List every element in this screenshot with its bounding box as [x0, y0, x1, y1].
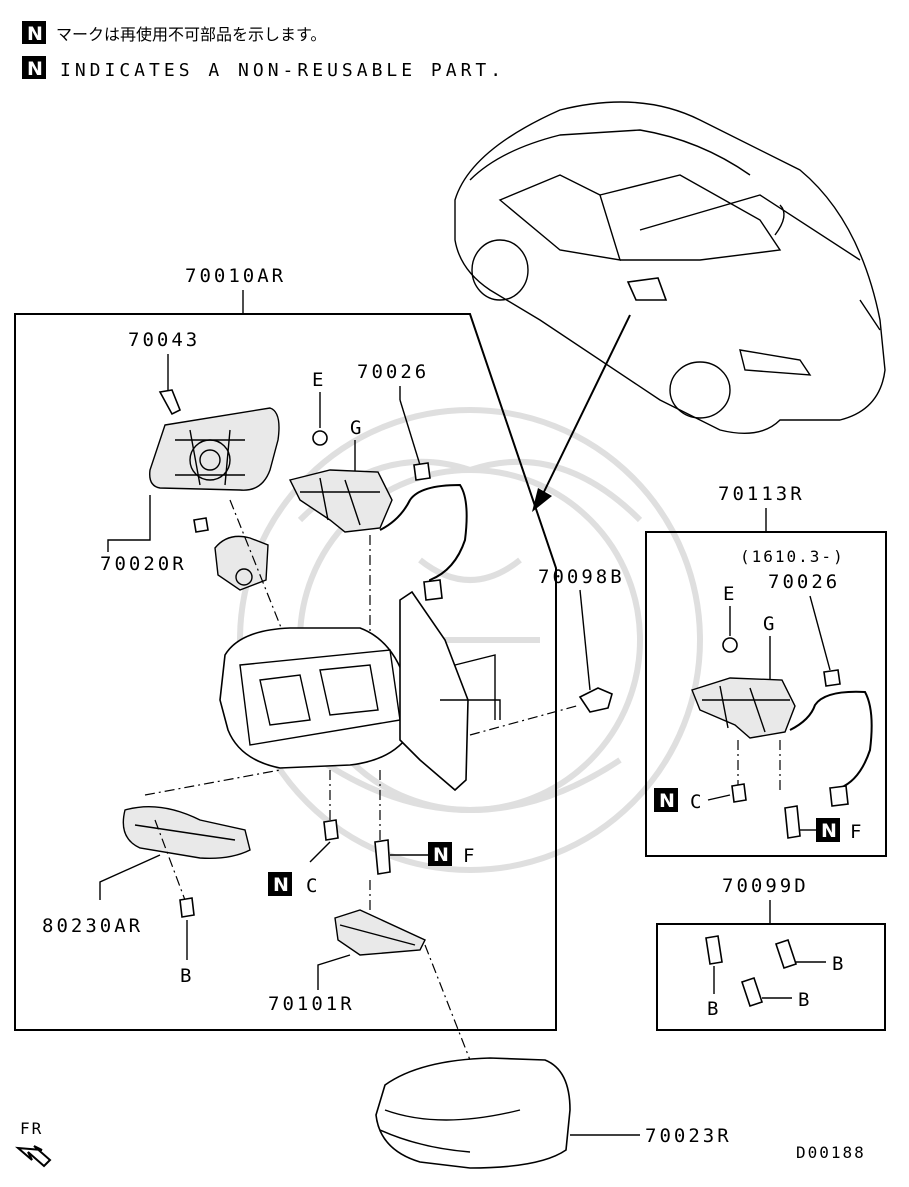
diagram-code: D00188 [796, 1143, 866, 1162]
part-label-alt-assembly: 70113R [718, 483, 805, 505]
badge-letter: N [433, 844, 449, 866]
mirror-actuator [214, 535, 269, 591]
screw-b-3 [740, 976, 764, 1008]
front-arrow-icon [15, 1145, 52, 1168]
screw-kit-box [656, 923, 886, 1031]
harness-clip [413, 462, 431, 481]
non-reusable-badge-f [428, 842, 452, 866]
grommet [578, 687, 613, 713]
mirror-glass [149, 407, 280, 491]
part-label-screw-kit: 70099D [722, 875, 809, 897]
screw-f [374, 839, 391, 875]
screw [193, 517, 209, 533]
callout-g-alt: G [763, 613, 777, 635]
harness-connector [423, 579, 443, 601]
callout-b-2: B [832, 953, 846, 975]
badge-letter: N [821, 820, 837, 842]
location-arrow [539, 314, 631, 501]
glass-clip [158, 389, 182, 416]
callout-f: F [463, 845, 477, 867]
part-label-glass-clip: 70043 [128, 329, 200, 351]
mirror-housing [219, 627, 413, 769]
screw-e [312, 430, 328, 446]
legend-en: N INDICATES A NON-REUSABLE PART. [22, 56, 505, 81]
part-label-mirror-cover: 70023R [645, 1125, 732, 1147]
screw-b-2 [774, 938, 798, 970]
harness-connector-alt [829, 785, 849, 807]
badge-letter: N [659, 790, 675, 812]
alt-assembly-box [645, 531, 887, 857]
callout-g: G [350, 417, 364, 439]
mirror-base [399, 590, 469, 792]
front-marker-label: FR [20, 1119, 43, 1138]
part-label-turn-lamp: 80230AR [42, 915, 143, 937]
cover-bracket [334, 909, 426, 956]
callout-b-1: B [707, 998, 721, 1020]
badge-letter: N [273, 874, 289, 896]
vehicle-outline [454, 101, 886, 435]
screw-b-lamp [179, 897, 195, 918]
screw-b-1 [705, 935, 723, 965]
callout-c-alt: C [690, 791, 704, 813]
non-reusable-badge-c-alt [654, 788, 678, 812]
wire-harness [379, 483, 468, 590]
part-label-cover-bracket: 70101R [268, 993, 355, 1015]
legend-en-text: INDICATES A NON-REUSABLE PART. [60, 60, 505, 81]
non-reusable-badge [22, 56, 46, 79]
harness-clip-alt [823, 669, 841, 687]
non-reusable-badge-f-alt [816, 818, 840, 842]
callout-b-lamp: B [180, 965, 194, 987]
power-fold-unit [288, 469, 393, 533]
badge-letter: N [27, 58, 43, 80]
non-reusable-badge [22, 21, 46, 44]
callout-f-alt: F [850, 821, 864, 843]
screw-f-alt [784, 805, 801, 839]
watermark [237, 407, 703, 873]
part-label-grommet: 70098B [538, 566, 625, 588]
legend-jp-text: マークは再使用不可部品を示します。 [56, 25, 326, 44]
callout-b-3: B [798, 989, 812, 1011]
wire-harness-alt [789, 690, 873, 789]
part-label-harness: 70026 [357, 361, 429, 383]
badge-letter: N [27, 23, 43, 45]
arrow-head [532, 488, 552, 512]
power-fold-unit-alt [691, 677, 796, 739]
legend-jp: N マークは再使用不可部品を示します。 [22, 21, 326, 45]
non-reusable-badge-c [268, 872, 292, 896]
screw-c-alt [731, 783, 747, 803]
callout-c: C [306, 875, 320, 897]
mirror-cover [375, 1057, 571, 1169]
callout-e: E [312, 369, 326, 391]
screw-c [323, 819, 339, 841]
callout-e-alt: E [723, 583, 737, 605]
part-label-assembly: 70010AR [185, 265, 286, 287]
part-label-alt-harness: 70026 [768, 571, 840, 593]
part-label-mirror-glass: 70020R [100, 553, 187, 575]
screw-e-alt [722, 637, 738, 653]
assembly-box [14, 313, 557, 1031]
alt-date-range: (1610.3-) [740, 547, 845, 566]
